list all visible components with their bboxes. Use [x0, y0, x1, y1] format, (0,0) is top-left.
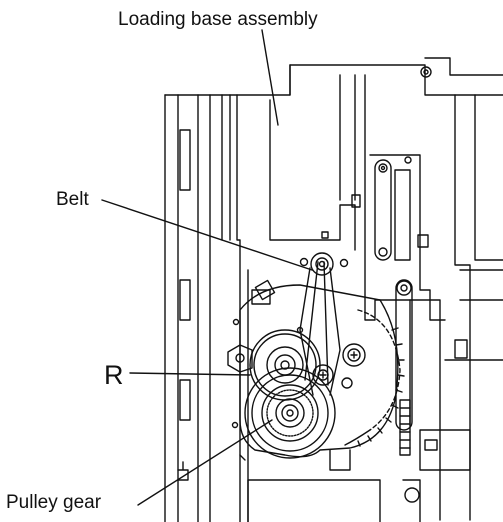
base-details [239, 449, 421, 522]
idler-pulley-column [395, 279, 471, 471]
gear-plate [227, 279, 405, 458]
right-guide-rails [321, 74, 503, 521]
label-belt: Belt [56, 189, 89, 210]
label-pulley-gear: Pulley gear [6, 492, 102, 513]
leader-r [129, 372, 251, 376]
leader-lines [101, 29, 313, 506]
label-r: R [104, 360, 124, 390]
leader-belt [101, 199, 313, 271]
leader-pulley-gear [137, 419, 273, 506]
loading-base-frame [164, 57, 503, 522]
belt-assembly [299, 252, 349, 396]
label-loading-base-assembly: Loading base assembly [118, 9, 318, 30]
leader-loading-base [261, 29, 279, 126]
small-pulleys [312, 343, 366, 389]
pulley-gear [244, 367, 336, 459]
